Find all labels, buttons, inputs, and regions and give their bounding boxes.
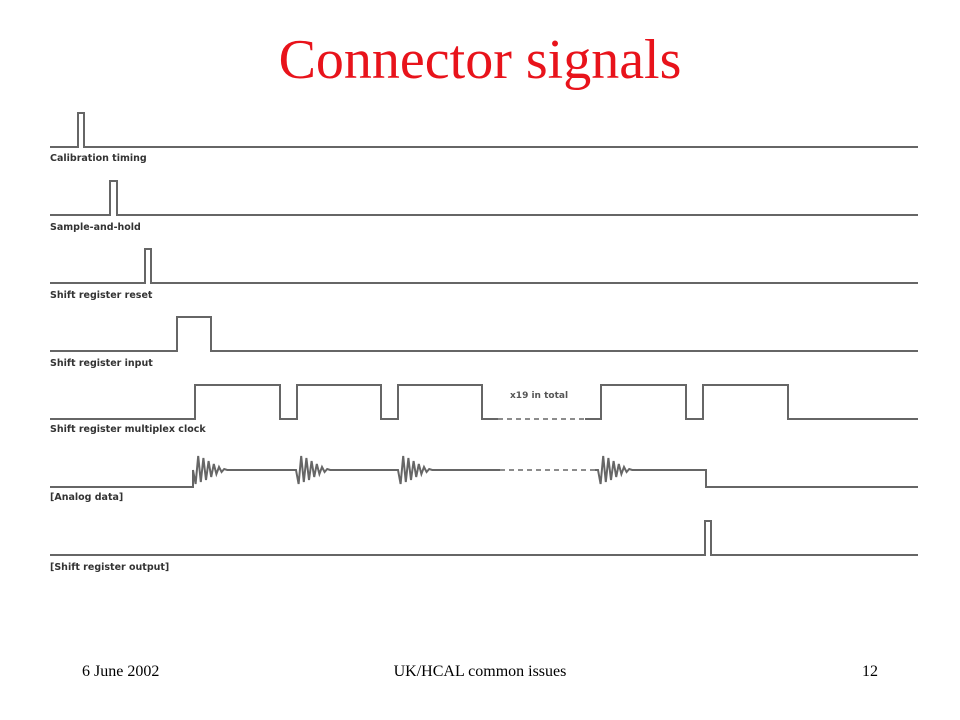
waveform-shift-register-input xyxy=(50,316,918,352)
footer-title: UK/HCAL common issues xyxy=(393,663,567,680)
footer-date: 6 June 2002 xyxy=(82,663,160,680)
signal-label-shift-register-reset: Shift register reset xyxy=(50,290,153,301)
waveform-multiplex-clock-end xyxy=(585,384,918,420)
waveform-analog-data-end xyxy=(595,455,918,488)
page-number: 12 xyxy=(862,663,878,680)
signal-label-shift-register-output: [Shift register output] xyxy=(50,562,169,573)
signal-label-sample-and-hold: Sample-and-hold xyxy=(50,222,141,233)
waveform-multiplex-clock-start xyxy=(50,384,498,420)
signal-label-calibration-timing: Calibration timing xyxy=(50,153,147,164)
waveform-shift-register-reset xyxy=(50,248,918,284)
waveform-calibration-timing xyxy=(50,112,918,148)
waveform-shift-register-output xyxy=(50,520,918,556)
waveform-sample-and-hold xyxy=(50,180,918,216)
signal-label-shift-register-multiplex-clock: Shift register multiplex clock xyxy=(50,424,206,435)
signal-label-shift-register-input: Shift register input xyxy=(50,358,153,369)
clock-count-note: x19 in total xyxy=(510,391,568,401)
waveform-analog-data-start xyxy=(50,455,500,488)
signal-waveforms xyxy=(50,112,918,556)
slide-title: Connector signals xyxy=(278,29,682,91)
signal-label-analog-data: [Analog data] xyxy=(50,492,123,503)
